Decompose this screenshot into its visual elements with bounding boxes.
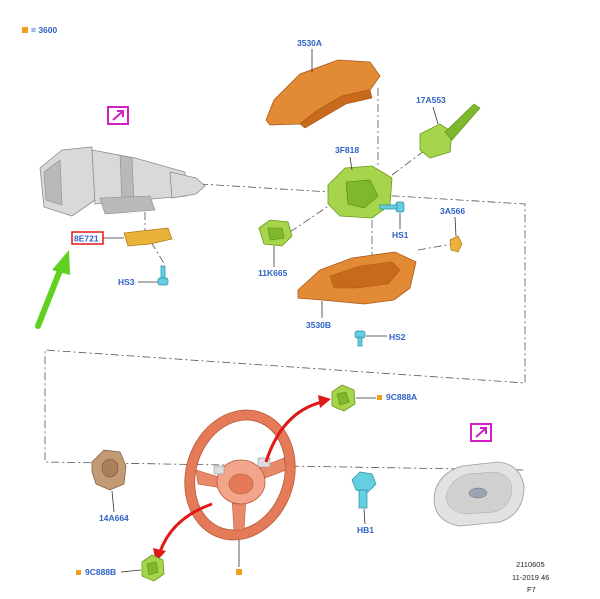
screw-hs1-shaft [379,204,398,210]
bolt-hb1-head [351,471,377,493]
airbag-module [433,461,525,527]
wheel-marker [236,540,242,575]
part-HS1: HS1 [379,201,409,240]
part-8E721: 8E721 [71,227,173,247]
module-11k665-plug [267,227,285,241]
part-14A664: 14A664 [91,449,129,523]
bolt-hb1-shaft [358,489,368,509]
bracket-8e721 [123,227,173,247]
part-17A553: 17A553 [416,95,481,159]
lower-shroud-inner [329,261,401,289]
label-3A566[interactable]: 3A566 [440,206,465,216]
part-3a566-shape [449,235,463,253]
column-lock-face [43,159,63,206]
green-arrow-head [52,250,70,275]
wheel-hub-center [228,473,254,495]
red-arrow-up-curve [264,400,323,463]
wheel-rim-inner-edge [194,419,286,531]
reference-number: 2110605 [516,560,545,569]
wheel-rim [184,410,296,540]
assembly-line-3a566 [417,243,453,251]
green-arrow-icon [35,250,70,329]
part-HB1: HB1 [351,471,377,535]
part-3530A: 3530A [265,38,381,129]
column-collar [119,154,135,204]
link-arrow-icon [112,110,124,121]
diagram-reference: 2110605 11-2019 46 F7 [512,560,549,594]
stalk-body [419,123,453,159]
switch-9c888a-face [336,391,350,406]
link-icon-column[interactable] [107,106,129,125]
clock-spring-center [101,458,119,478]
label-HS1[interactable]: HS1 [392,230,409,240]
orange-marker-9C888A [377,395,382,400]
orange-marker-9C888B [76,570,81,575]
part-9C888A: 9C888A [331,384,417,412]
green-arrow-shaft [35,265,64,329]
legend-code: = 3600 [31,25,58,35]
part-3A566: 3A566 [440,206,465,253]
legend: = 3600 [22,25,58,35]
reference-code: F7 [527,585,536,594]
link-arrow-icon [475,427,487,438]
wheel-button-right [257,457,271,468]
label-14A664[interactable]: 14A664 [99,513,129,523]
label-3F818[interactable]: 3F818 [335,145,359,155]
label-9C888B[interactable]: 9C888B [85,567,116,577]
airbag-logo [468,487,488,499]
leader-17A553 [432,106,439,125]
switch-assembly-core [345,179,379,209]
screw-hs2-shaft [357,336,363,347]
label-3530B[interactable]: 3530B [306,320,331,330]
link-icon-airbag[interactable] [470,423,492,442]
label-9C888A[interactable]: 9C888A [386,392,417,402]
part-HS2: HS2 [354,330,406,347]
leader-9C888B [120,569,142,573]
part-9C888B: 9C888B [76,554,165,582]
legend-orange-square [22,27,28,33]
assembly-lines [44,88,526,471]
label-17A553[interactable]: 17A553 [416,95,446,105]
label-HB1[interactable]: HB1 [357,525,374,535]
red-arrow-down-curve [158,502,213,553]
column-shaft-end [169,171,206,199]
upper-shroud-edge [299,89,373,129]
leader-3A566 [454,216,457,237]
assembly-line-module [289,204,331,233]
leader-14A664 [111,490,115,513]
upper-shroud [265,59,381,126]
assembly-line-stalk [391,147,429,176]
part-3F818: 3F818 [327,145,393,219]
leader-3F818 [349,156,353,171]
label-3530A[interactable]: 3530A [297,38,322,48]
orange-marker-wheel [236,569,242,575]
leader-HB1 [363,508,366,525]
label-HS2[interactable]: HS2 [389,332,406,342]
part-3530B: 3530B [297,251,417,330]
red-arrow-up-head [318,395,331,408]
wheel-button-left [213,465,225,475]
red-arrow-up [264,395,331,463]
switch-9c888b-face [146,561,159,576]
reference-date: 11-2019 46 [512,573,549,582]
label-8E721[interactable]: 8E721 [74,234,99,244]
label-11K665[interactable]: 11K665 [258,268,288,278]
part-HS3: HS3 [118,265,169,287]
screw-hs3-head [157,277,169,286]
highlight-box-8E721 [71,231,104,245]
part-11K665: 11K665 [258,219,293,278]
stalk-lever [444,103,481,141]
label-HS3[interactable]: HS3 [118,277,135,287]
steering-wheel [184,409,296,541]
column-mount-arm [99,195,156,215]
steering-column [39,146,206,217]
wheel-rim-outer-edge [184,409,296,541]
